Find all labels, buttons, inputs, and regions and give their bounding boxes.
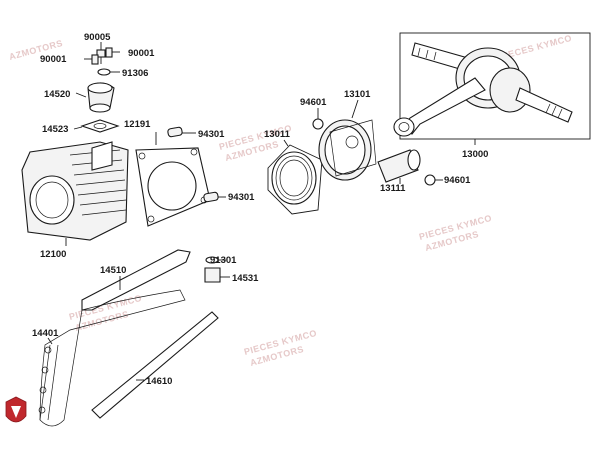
piston-rings <box>267 139 323 215</box>
chain-guide-bottom <box>91 311 219 419</box>
cam-chain-tensioner-upper <box>73 42 120 133</box>
label-13111: 13111 <box>380 183 406 194</box>
dowel-pins <box>167 126 226 203</box>
label-90001-left: 90001 <box>40 54 67 65</box>
label-91301: 91301 <box>210 255 237 266</box>
piston-clips-and-pin <box>312 108 443 186</box>
label-91306: 91306 <box>122 68 148 79</box>
cylinder-gasket <box>135 132 211 227</box>
tensioner-bolt <box>204 256 230 283</box>
label-90005: 90005 <box>84 32 111 43</box>
label-14610: 14610 <box>146 376 172 387</box>
label-12191: 12191 <box>124 119 151 130</box>
brand-shield-icon <box>5 396 27 423</box>
label-94601-top: 94601 <box>300 97 327 108</box>
label-94301-bottom: 94301 <box>228 192 255 203</box>
piston <box>318 99 377 181</box>
label-94601-bottom: 94601 <box>444 175 471 186</box>
label-14523: 14523 <box>42 124 68 135</box>
label-12100: 12100 <box>40 249 66 260</box>
part-labels: 90005 90001 90001 91306 14520 14523 1219… <box>32 32 488 387</box>
label-94301-top: 94301 <box>198 129 225 140</box>
crankshaft-assembly <box>393 32 591 145</box>
cam-chain <box>38 289 186 427</box>
label-13101: 13101 <box>344 89 371 100</box>
label-14520: 14520 <box>44 89 70 100</box>
label-13011: 13011 <box>264 129 291 140</box>
label-14531: 14531 <box>232 273 259 284</box>
label-14401: 14401 <box>32 328 59 339</box>
label-14510: 14510 <box>100 265 126 276</box>
label-13000: 13000 <box>462 149 488 160</box>
label-90001-right: 90001 <box>128 48 155 59</box>
cylinder-block <box>21 141 129 246</box>
